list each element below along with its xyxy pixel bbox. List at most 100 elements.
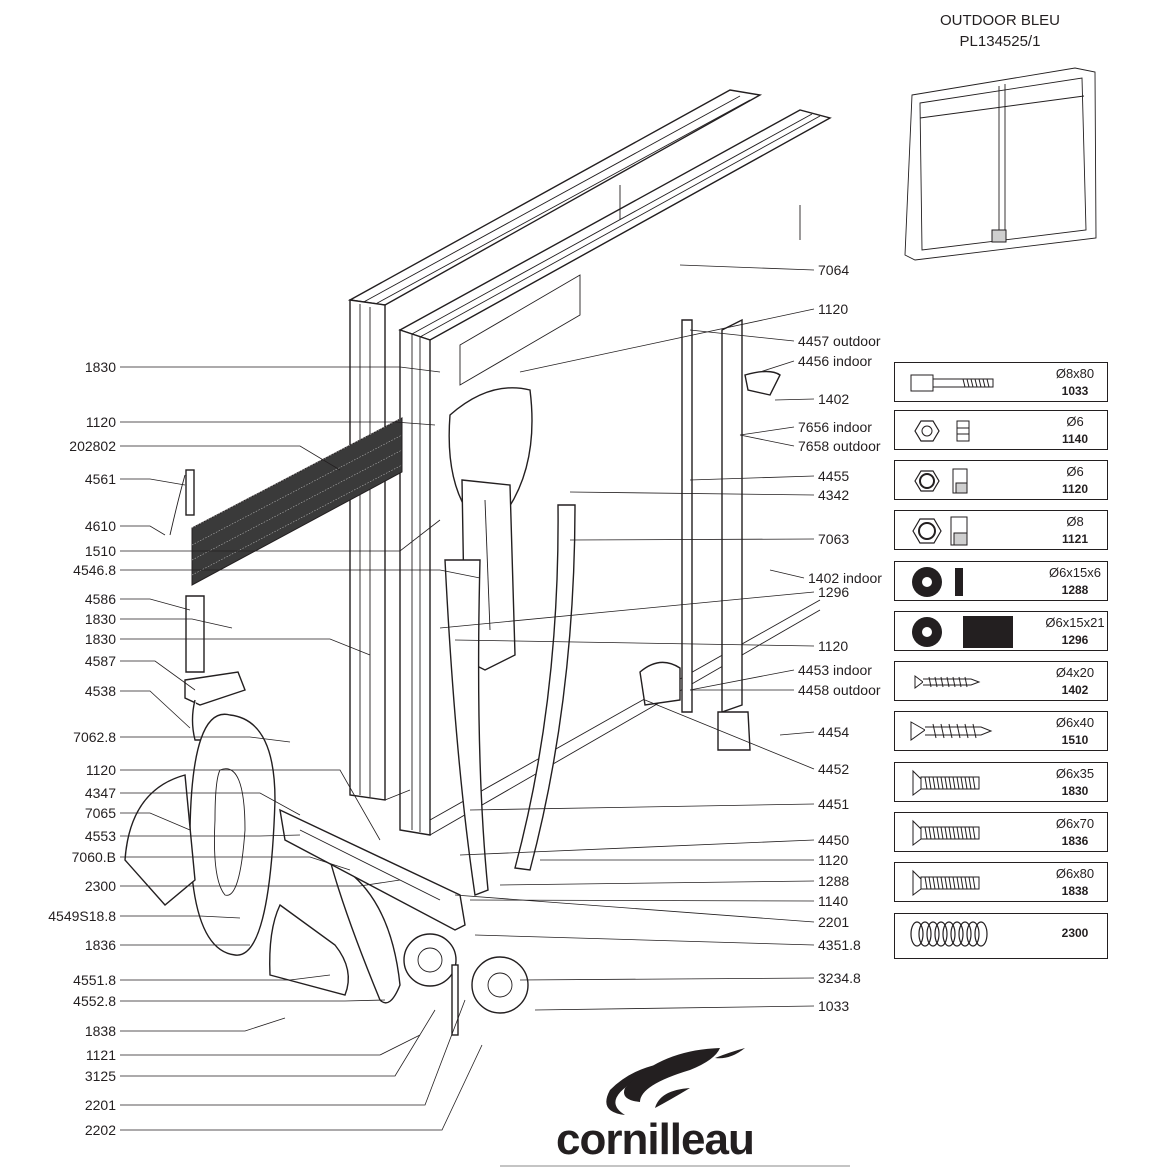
hardware-reference: 1140 [1061,432,1089,446]
net [191,417,403,586]
part-label: 1830 [85,611,116,627]
callout-leader [739,426,795,436]
part-label: 2202 [85,1122,116,1138]
lock-nut-icon [914,468,968,494]
part-label: 7658 outdoor [798,438,881,454]
part-label: 2201 [85,1097,116,1113]
callout-leader [120,1017,286,1032]
wood-screw-small-icon [914,675,981,689]
hardware-reference: 1033 [1061,384,1089,398]
callout-leader [120,690,191,729]
brand-logo-mark [606,1048,745,1115]
part-label: 3125 [85,1068,116,1084]
part-label: 4587 [85,653,116,669]
nut-icon [914,420,970,442]
callout-leader [779,731,815,736]
part-label: 4586 [85,591,116,607]
callout-leader [499,880,815,886]
part-label: 4553 [85,828,116,844]
hardware-dimension: Ø6x15x21 [1045,615,1105,630]
hardware-dimension: Ø6x70 [1055,816,1095,831]
spacer-icon [912,616,1013,648]
callout-leader [534,1005,815,1011]
part-label: 1288 [818,873,849,889]
part-label: 1830 [85,359,116,375]
net-post [169,469,246,741]
part-label: 1830 [85,631,116,647]
part-label: 4546.8 [73,562,116,578]
callout-leader [120,525,166,536]
hardware-dimension: Ø4x20 [1055,665,1095,680]
hardware-dimension: Ø6x15x6 [1048,565,1102,580]
callout-leader [689,329,795,342]
part-label: 202802 [69,438,116,454]
hardware-reference: 1510 [1061,733,1089,747]
part-label: 1121 [86,1047,116,1063]
part-label: 4453 indoor [798,662,872,678]
part-label: 1838 [85,1023,116,1039]
callout-leader [120,834,301,837]
part-label: 1140 [818,893,848,909]
hardware-reference: 1120 [1061,482,1089,496]
callout-leader [739,434,795,447]
leg-assembly [124,318,781,1036]
callout-leader [120,769,381,841]
lock-nut-large-icon [912,516,968,546]
callout-leader [120,660,196,691]
part-label: 4451 [818,796,849,812]
callout-leader [689,669,795,691]
part-label: 4610 [85,518,116,534]
hardware-reference: 1288 [1061,583,1089,597]
callout-leader [120,618,233,629]
part-label: 4454 [818,724,849,740]
callout-leader [120,569,481,579]
part-label: 4458 outdoor [798,682,881,698]
callout-leader [120,366,441,373]
part-label: 7062.8 [73,729,116,745]
callout-leader [120,736,291,743]
catalog-reference: PL134525/1 [959,33,1041,50]
part-label: 1402 [818,391,849,407]
part-label: 1033 [818,998,849,1014]
hardware-item: Ø4x20 1402 [894,661,1108,701]
callout-leader [644,699,815,770]
hardware-dimension: Ø6x35 [1055,766,1095,781]
part-label: 4456 indoor [798,353,872,369]
hardware-reference: 1836 [1061,834,1089,848]
callout-leader [759,360,795,373]
hardware-dimension: Ø8 [1066,514,1084,529]
hardware-reference: 1121 [1061,532,1089,546]
hardware-reference: 2300 [1061,926,1089,940]
hardware-item: Ø8 1121 [894,510,1108,550]
part-label: 1296 [818,584,849,600]
callout-leader [454,639,815,647]
callout-leader [474,934,815,946]
part-label: 1120 [818,638,848,654]
left-callouts: 183011202028024561461015104546.845861830… [48,359,483,1138]
callout-leader [679,264,815,271]
machine-screw-icon [912,869,980,896]
callout-leader [120,792,301,816]
part-label: 7656 indoor [798,419,872,435]
hardware-reference: 1830 [1061,784,1089,798]
callout-leader [120,421,436,426]
part-label: 4561 [85,471,116,487]
hardware-reference: 1402 [1061,683,1089,697]
washer-icon [912,567,963,597]
callout-leader [459,839,815,856]
part-label: 7060.B [72,849,116,865]
callout-leader [120,1044,483,1131]
hardware-item: Ø6x70 1836 [894,812,1108,852]
callout-leader [120,879,401,887]
part-label: 7063 [818,531,849,547]
table-half [347,89,832,836]
callout-leader [769,569,805,579]
callout-leader [120,856,351,871]
hardware-dimension: Ø6x40 [1055,715,1095,730]
